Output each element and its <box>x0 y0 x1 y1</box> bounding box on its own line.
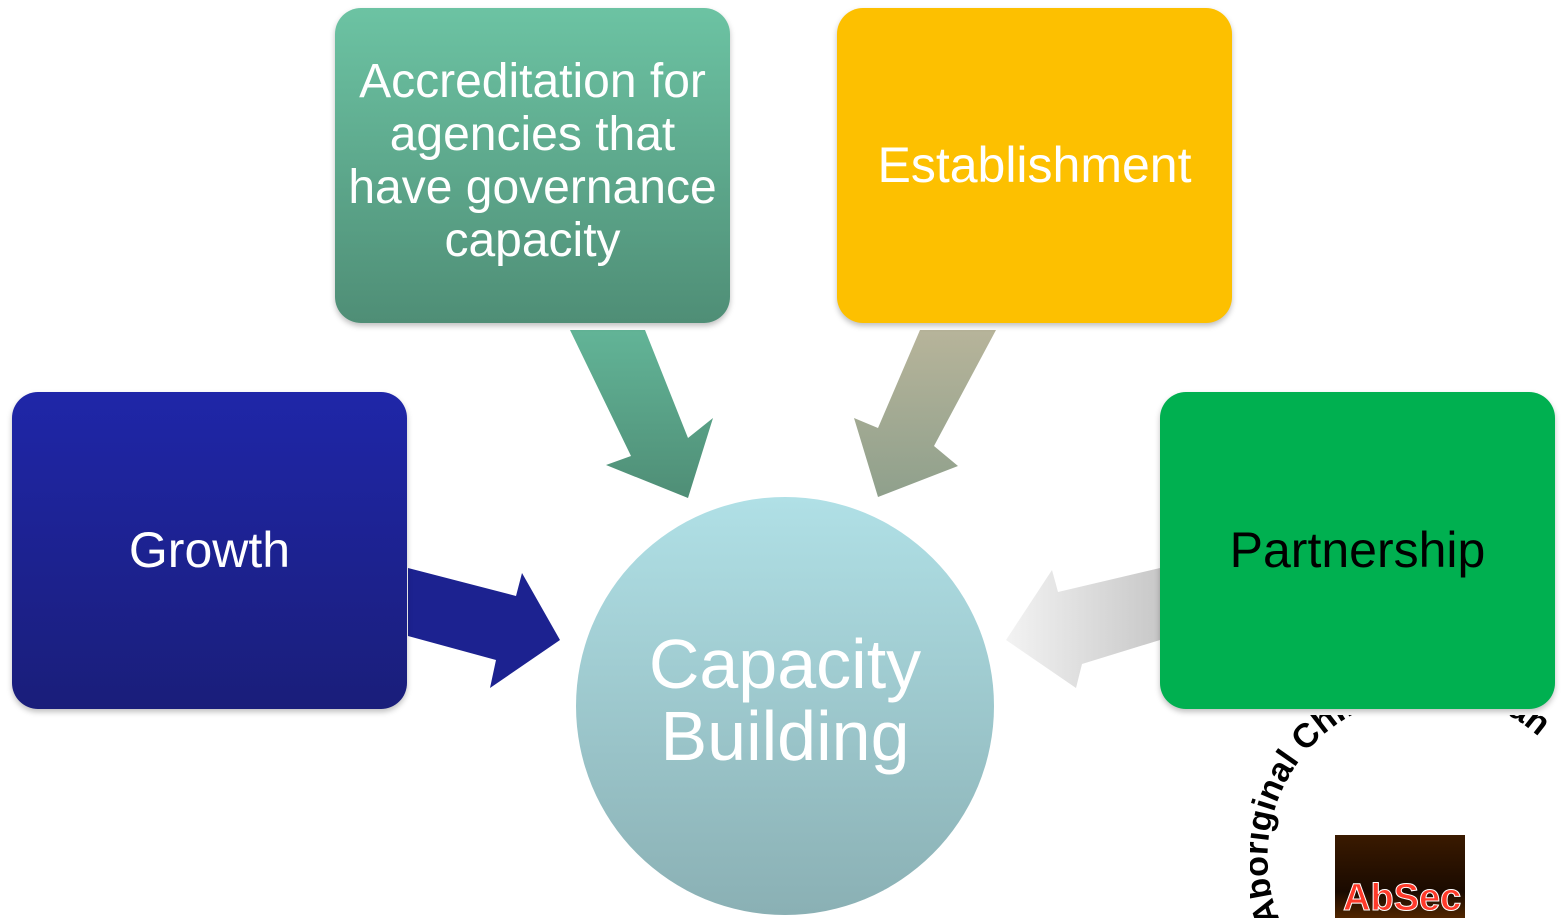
capacity-building-circle: Capacity Building <box>576 497 994 915</box>
arrow-accreditation-to-center <box>570 330 713 498</box>
absec-logo: Aboriginal Child, Family an AbSec <box>1250 715 1564 918</box>
growth-label: Growth <box>128 522 291 578</box>
capacity-building-label: Capacity Building <box>648 625 922 775</box>
partnership-box: Partnership <box>1160 392 1555 709</box>
logo-emblem: AbSec <box>1335 835 1465 918</box>
establishment-label: Establishment <box>877 137 1192 193</box>
growth-box: Growth <box>12 392 407 709</box>
logo-abbr-text: AbSec <box>1342 877 1462 918</box>
arrow-partnership-to-center <box>1006 568 1160 688</box>
arrow-establishment-to-center <box>854 330 996 497</box>
establishment-box: Establishment <box>837 8 1232 323</box>
accreditation-label: Accreditation for agencies that have gov… <box>348 54 717 267</box>
partnership-label: Partnership <box>1229 522 1486 578</box>
accreditation-box: Accreditation for agencies that have gov… <box>335 8 730 323</box>
arrow-growth-to-center <box>408 568 560 688</box>
